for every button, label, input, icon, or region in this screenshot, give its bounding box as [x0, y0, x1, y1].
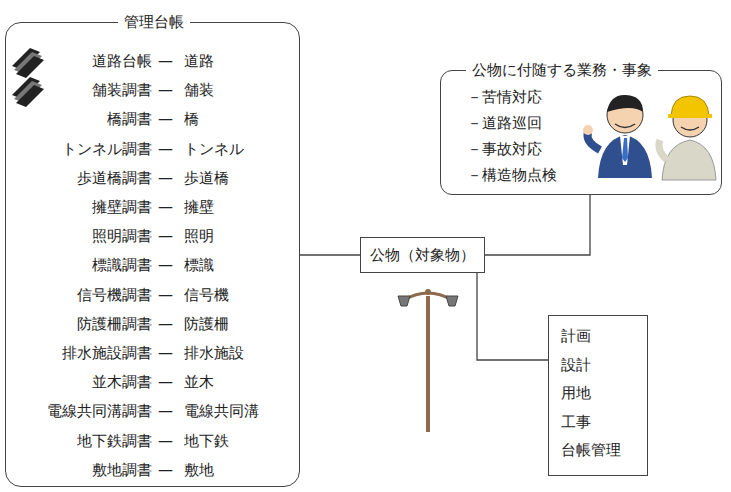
- dash: —: [158, 343, 173, 363]
- connector: [485, 195, 590, 255]
- process-item: 工事: [561, 412, 591, 432]
- worker-figure: [659, 96, 716, 180]
- ledger-name: トンネル調書: [62, 139, 152, 159]
- object-box: 公物（対象物）: [360, 237, 485, 273]
- object-name: 排水施設: [184, 343, 244, 363]
- dash: —: [158, 168, 173, 188]
- task-item: －構造物点検: [467, 165, 557, 185]
- ledger-name: 舗装調書: [92, 80, 152, 100]
- object-name: 防護柵: [184, 314, 229, 334]
- ledger-name: 歩道橋調書: [77, 168, 152, 188]
- connector: [477, 273, 548, 360]
- object-name: 道路: [184, 51, 214, 71]
- dash: —: [158, 255, 173, 275]
- dash: —: [158, 226, 173, 246]
- ledger-name: 道路台帳: [92, 51, 152, 71]
- task-item: －道路巡回: [467, 113, 542, 133]
- object-name: 信号機: [184, 285, 229, 305]
- process-item: 台帳管理: [561, 440, 621, 460]
- ledger-name: 電線共同溝調書: [47, 401, 152, 421]
- ledger-name: 標識調書: [92, 255, 152, 275]
- ledger-name: 並木調書: [92, 372, 152, 392]
- group-heading: 管理台帳: [118, 12, 190, 32]
- book-icon: [12, 48, 44, 78]
- connector: [300, 255, 360, 256]
- object-name: 電線共同溝: [184, 401, 259, 421]
- task-item: －苦情対応: [467, 87, 542, 107]
- object-name: 並木: [184, 372, 214, 392]
- ledger-name: 敷地調書: [92, 460, 152, 480]
- ledger-name: 橋調書: [107, 109, 152, 129]
- book-icon: [12, 77, 44, 107]
- task-item: －事故対応: [467, 139, 542, 159]
- dash: —: [158, 139, 173, 159]
- object-name: 地下鉄: [184, 431, 229, 451]
- task-group: 公物に付随する業務・事象－苦情対応－道路巡回－事故対応－構造物点検: [440, 70, 722, 195]
- process-item: 計画: [561, 326, 591, 346]
- dash: —: [158, 51, 173, 71]
- process-item: 設計: [561, 355, 591, 375]
- ledger-name: 信号機調書: [77, 285, 152, 305]
- object-name: 標識: [184, 255, 214, 275]
- object-name: 舗装: [184, 80, 214, 100]
- ledger-name: 地下鉄調書: [77, 431, 152, 451]
- object-name: 敷地: [184, 460, 214, 480]
- dash: —: [158, 372, 173, 392]
- ledger-name: 排水施設調書: [62, 343, 152, 363]
- process-list-box: 計画設計用地工事台帳管理: [548, 315, 648, 476]
- street-lamp: [398, 289, 458, 432]
- ledger-name: 擁壁調書: [92, 197, 152, 217]
- dash: —: [158, 314, 173, 334]
- person-figure: [583, 95, 652, 178]
- ledger-name: 照明調書: [92, 226, 152, 246]
- object-label: 公物（対象物）: [370, 245, 475, 265]
- dash: —: [158, 109, 173, 129]
- dash: —: [158, 460, 173, 480]
- process-item: 用地: [561, 383, 591, 403]
- dash: —: [158, 401, 173, 421]
- dash: —: [158, 285, 173, 305]
- object-name: トンネル: [184, 139, 244, 159]
- ledger-name: 防護柵調書: [77, 314, 152, 334]
- object-name: 歩道橋: [184, 168, 229, 188]
- dash: —: [158, 197, 173, 217]
- dash: —: [158, 431, 173, 451]
- object-name: 擁壁: [184, 197, 214, 217]
- dash: —: [158, 80, 173, 100]
- ledger-group: 管理台帳道路台帳—道路舗装調書—舗装橋調書—橋トンネル調書—トンネル歩道橋調書—…: [5, 22, 300, 487]
- object-name: 橋: [184, 109, 199, 129]
- group-heading: 公物に付随する業務・事象: [466, 60, 658, 80]
- object-name: 照明: [184, 226, 214, 246]
